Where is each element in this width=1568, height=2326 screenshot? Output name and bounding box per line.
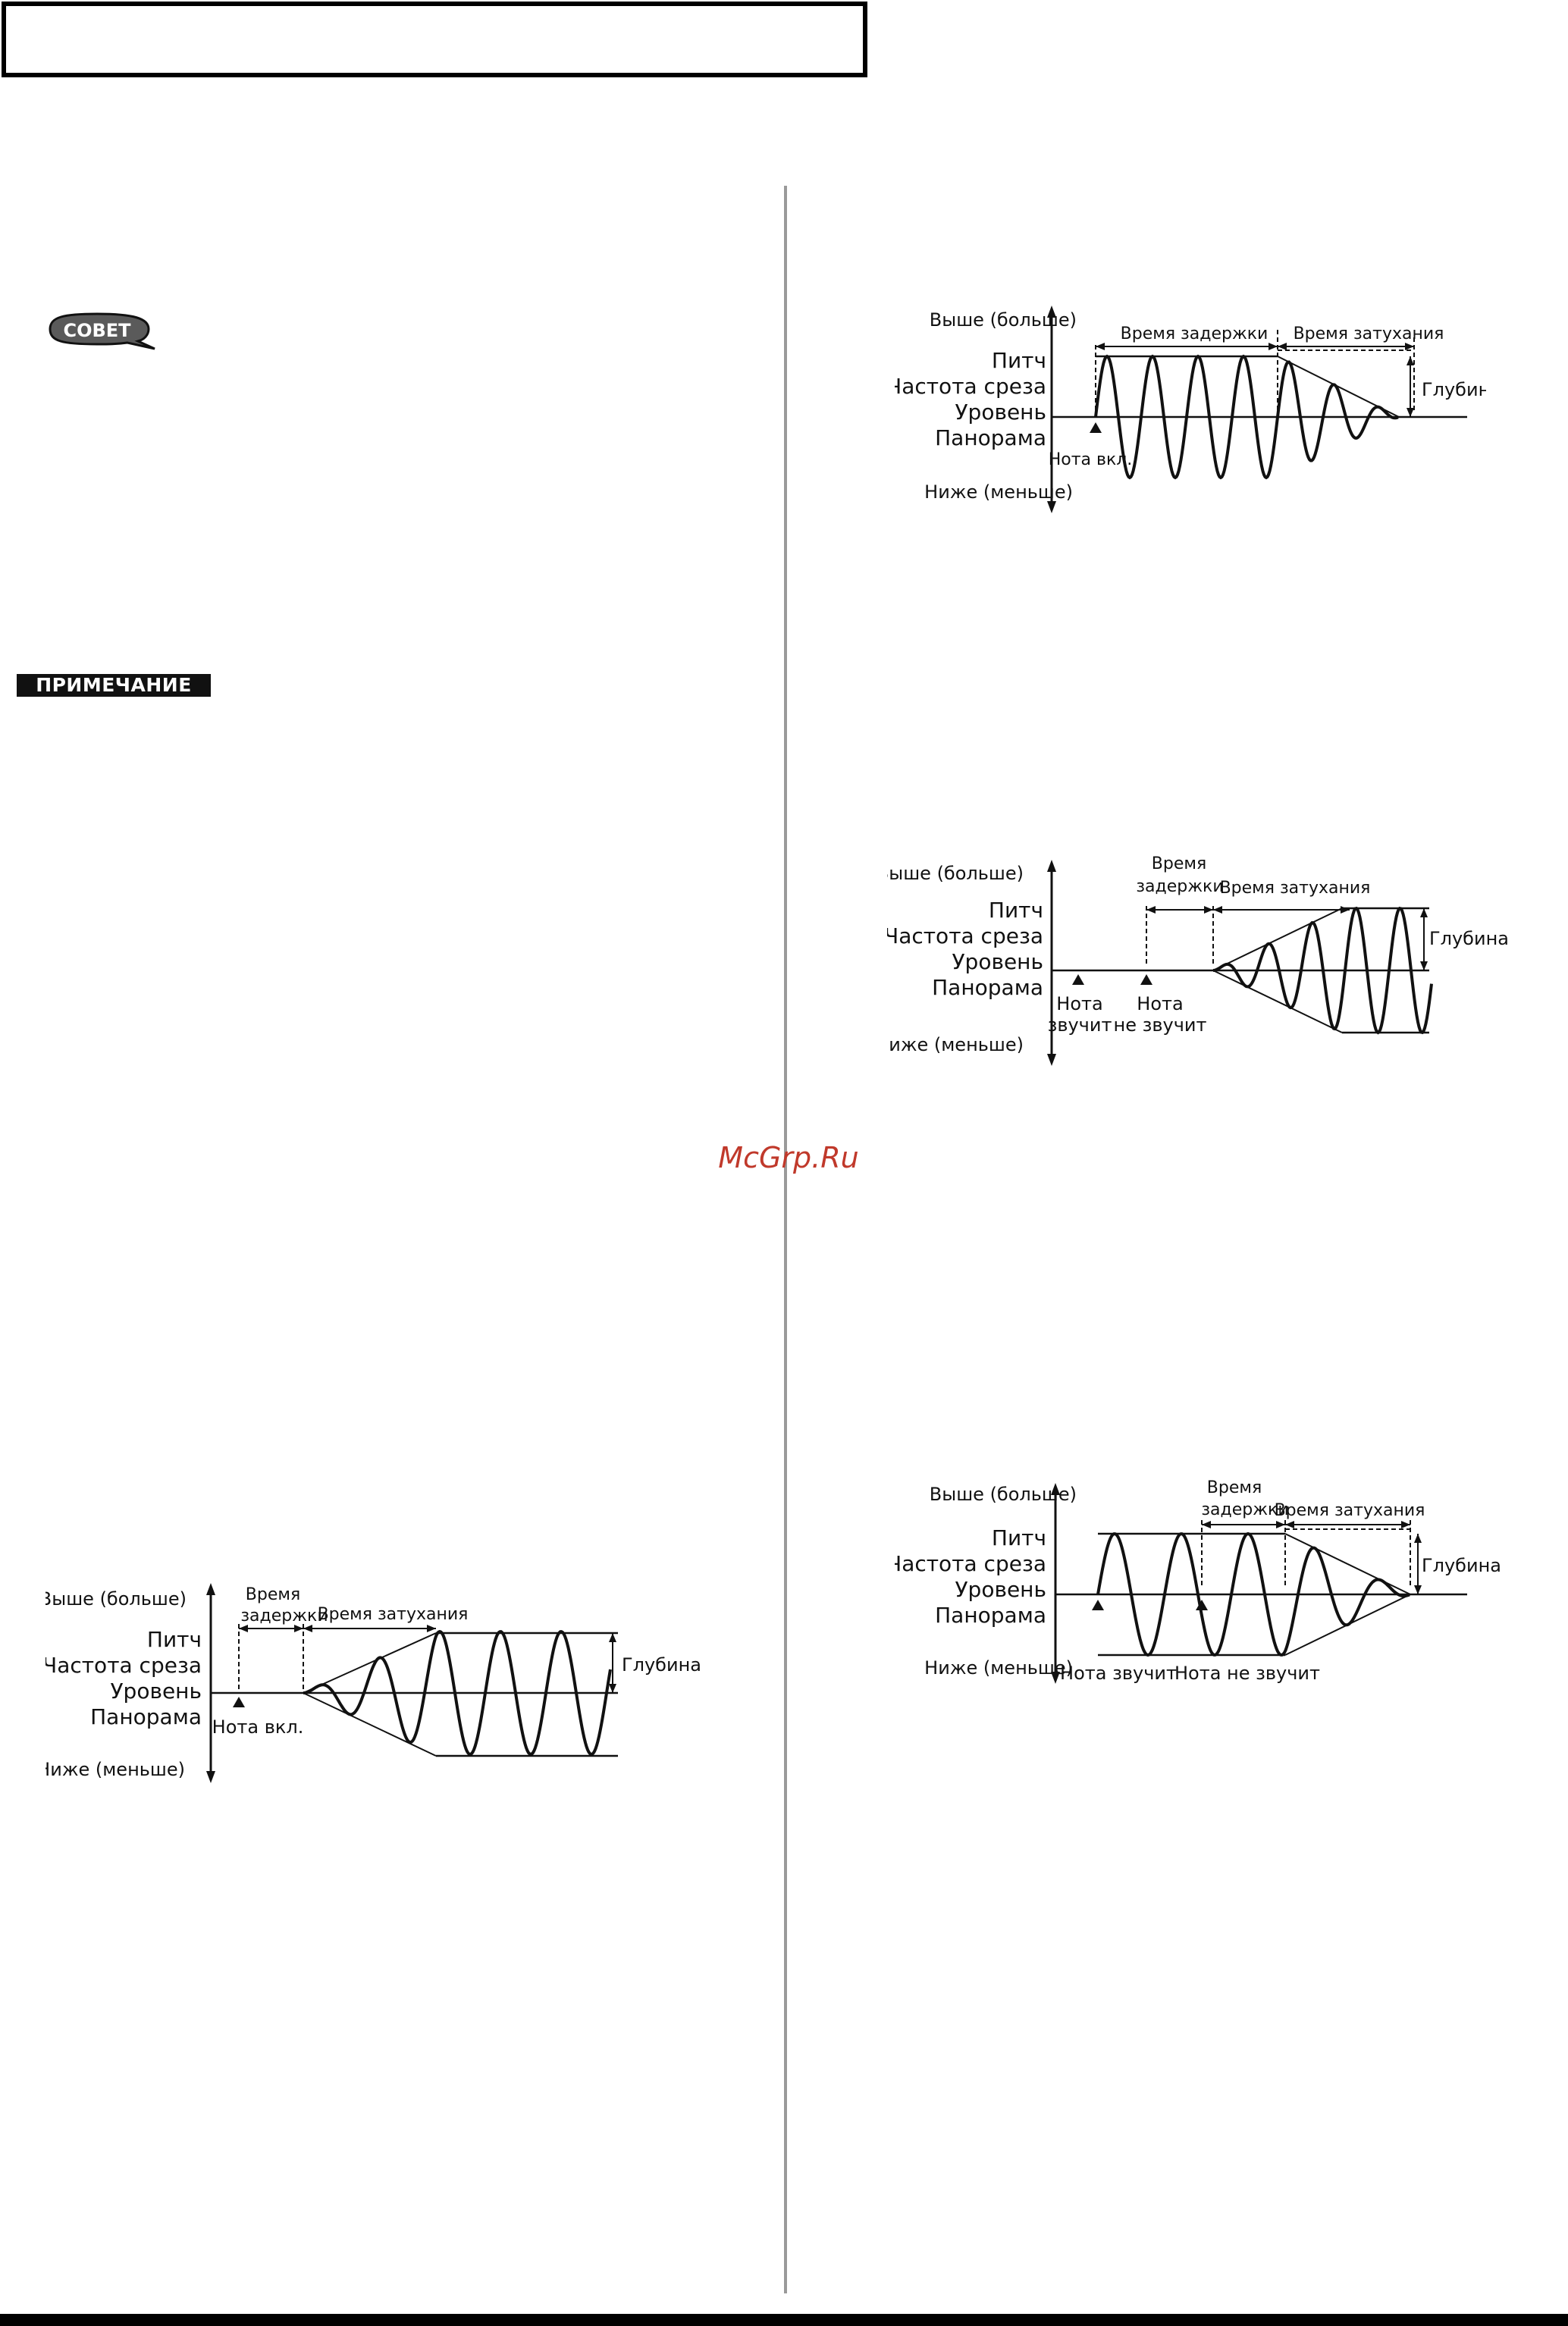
label-fade-time: Время затухания <box>1220 879 1371 898</box>
label-note-2b: не звучит <box>1114 1014 1207 1036</box>
note-on-marker <box>233 1697 245 1707</box>
diagram-lfo-fade-in: Выше (больше) Питч Частота среза Уровень… <box>45 1583 701 1783</box>
label-note-2: Нота <box>1137 993 1183 1014</box>
note-marker-2 <box>1196 1600 1208 1610</box>
label-depth: Глубина <box>1429 928 1509 949</box>
label-fade-time: Время затухания <box>1294 324 1444 343</box>
label-delay-2: задержки <box>1136 877 1223 896</box>
label-fade-time: Время затухания <box>1275 1501 1425 1520</box>
label-pitch: Питч <box>147 1627 202 1652</box>
label-note-sounds: Нота звучит <box>1060 1663 1177 1684</box>
diagram-lfo-fade-out-1: Выше (больше) Питч Частота среза Уровень… <box>895 306 1486 513</box>
tip-badge-label: СОВЕТ <box>63 320 131 341</box>
label-level: Уровень <box>952 949 1043 974</box>
label-note-1: Нота <box>1056 993 1102 1014</box>
label-higher: Выше (больше) <box>887 863 1024 884</box>
label-cutoff: Частота среза <box>895 1551 1046 1576</box>
label-delay-1: Время <box>246 1585 300 1604</box>
label-note-off: Нота не звучит <box>1174 1663 1320 1684</box>
waveform <box>1096 1531 1410 1657</box>
column-divider <box>784 186 787 2293</box>
label-depth: Глубина <box>622 1654 701 1676</box>
label-fade-time: Время затухания <box>318 1605 469 1624</box>
label-delay-1: Время <box>1207 1478 1262 1497</box>
label-level: Уровень <box>955 400 1046 425</box>
label-pan: Панорама <box>932 975 1043 1000</box>
label-cutoff: Частота среза <box>895 374 1046 399</box>
note-on-marker <box>1090 422 1102 433</box>
note-marker-2 <box>1140 974 1152 985</box>
label-higher: Выше (больше) <box>930 309 1077 331</box>
waveform <box>1094 354 1399 480</box>
label-note-on: Нота вкл. <box>212 1716 304 1738</box>
label-delay-time: Время задержки <box>1121 324 1269 343</box>
label-cutoff: Частота среза <box>45 1653 202 1678</box>
label-level: Уровень <box>955 1577 1046 1602</box>
label-note-1b: звучит <box>1048 1014 1112 1036</box>
watermark: McGrp.Ru <box>718 1141 859 1174</box>
diagram-lfo-fade-in-note-off: Выше (больше) Питч Частота среза Уровень… <box>887 854 1509 1066</box>
waveform <box>1212 906 1433 1035</box>
tip-badge: СОВЕТ <box>49 312 155 350</box>
note-marker-1 <box>1072 974 1084 985</box>
label-lower: Ниже (меньше) <box>887 1034 1024 1055</box>
label-pitch: Питч <box>992 1525 1046 1550</box>
diagram-lfo-note-off-fade: Выше (больше) Питч Частота среза Уровень… <box>895 1478 1501 1684</box>
label-cutoff: Частота среза <box>887 923 1043 948</box>
header-box <box>2 2 867 77</box>
footer-bar <box>0 2314 1568 2326</box>
label-delay-2: задержки <box>240 1607 328 1625</box>
label-depth: Глубина <box>1422 1555 1501 1576</box>
note-badge: ПРИМЕЧАНИЕ <box>17 674 211 697</box>
label-pitch: Питч <box>992 348 1046 373</box>
label-higher: Выше (больше) <box>45 1588 187 1610</box>
label-lower: Ниже (меньше) <box>45 1759 185 1780</box>
label-lower: Ниже (меньше) <box>924 1657 1073 1679</box>
label-lower: Ниже (меньше) <box>924 481 1073 503</box>
label-delay-2: задержки <box>1201 1500 1288 1519</box>
label-pan: Панорама <box>935 1603 1046 1628</box>
label-note-on: Нота вкл. <box>1049 450 1133 469</box>
label-pan: Панорама <box>90 1704 202 1729</box>
waveform <box>303 1629 612 1757</box>
label-depth: Глубина <box>1422 379 1486 400</box>
label-level: Уровень <box>110 1679 202 1704</box>
label-delay-1: Время <box>1152 854 1206 873</box>
note-marker-1 <box>1092 1600 1104 1610</box>
label-pitch: Питч <box>989 898 1043 923</box>
label-pan: Панорама <box>935 425 1046 450</box>
